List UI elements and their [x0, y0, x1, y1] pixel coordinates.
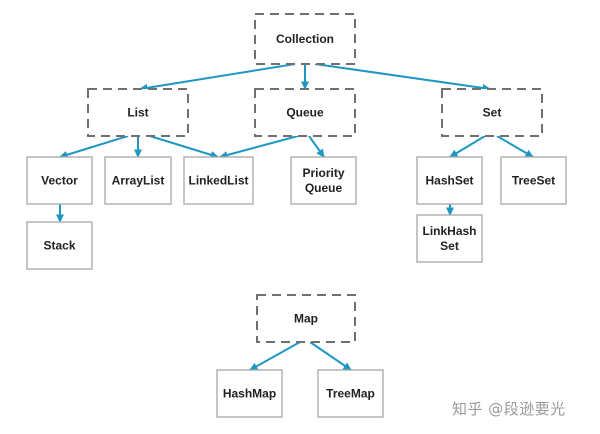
node-label-list: List	[127, 106, 148, 120]
node-label-hashset: HashSet	[425, 174, 473, 188]
node-label-queue: Queue	[286, 106, 324, 120]
node-label-map: Map	[294, 312, 318, 326]
node-arraylist: ArrayList	[104, 156, 172, 205]
node-box-queue	[254, 88, 356, 137]
edge-map-to-treemap	[309, 341, 352, 371]
node-list: List	[87, 88, 189, 137]
node-box-vector	[26, 156, 93, 205]
node-hashmap: HashMap	[216, 369, 283, 418]
node-queue: Queue	[254, 88, 356, 137]
edge-list-to-linkedlist	[149, 135, 219, 159]
node-label-priorityqueue: Queue	[305, 181, 343, 195]
node-label-priorityqueue: Priority	[302, 166, 344, 180]
node-box-treeset	[500, 156, 567, 205]
node-box-priorityqueue	[290, 156, 357, 205]
edge-list-to-vector	[59, 135, 129, 159]
node-hashset: HashSet	[416, 156, 483, 205]
node-vector: Vector	[26, 156, 93, 205]
node-treemap: TreeMap	[317, 369, 384, 418]
edge-collection-to-list	[139, 63, 296, 92]
node-box-linkedlist	[183, 156, 254, 205]
node-label-hashmap: HashMap	[223, 387, 276, 401]
node-label-treemap: TreeMap	[326, 387, 375, 401]
node-box-hashset	[416, 156, 483, 205]
node-set: Set	[441, 88, 543, 137]
edge-collection-to-set	[314, 63, 491, 92]
node-box-hashmap	[216, 369, 283, 418]
node-label-collection: Collection	[276, 32, 334, 46]
node-label-arraylist: ArrayList	[112, 174, 165, 188]
edge-queue-to-linkedlist	[219, 135, 299, 159]
node-label-vector: Vector	[41, 174, 78, 188]
watermark-text: 知乎 @段逊要光	[452, 400, 566, 418]
node-box-treemap	[317, 369, 384, 418]
node-collection: Collection	[254, 13, 356, 65]
node-label-treeset: TreeSet	[512, 174, 555, 188]
node-box-stack	[26, 221, 93, 270]
node-label-linkhashset: LinkHash	[422, 224, 476, 238]
node-label-stack: Stack	[43, 239, 75, 253]
node-box-map	[256, 294, 356, 343]
node-box-set	[441, 88, 543, 137]
node-box-collection	[254, 13, 356, 65]
node-box-linkhashset	[416, 214, 483, 263]
node-label-linkedlist: LinkedList	[188, 174, 248, 188]
node-label-linkhashset: Set	[440, 239, 459, 253]
edge-queue-to-priorityqueue	[308, 135, 325, 158]
edge-set-to-hashset	[449, 135, 486, 158]
edge-set-to-treeset	[496, 135, 534, 158]
edges-layer	[56, 63, 534, 371]
node-linkedlist: LinkedList	[183, 156, 254, 205]
edge-map-to-hashmap	[249, 341, 301, 371]
node-box-list	[87, 88, 189, 137]
node-treeset: TreeSet	[500, 156, 567, 205]
node-box-arraylist	[104, 156, 172, 205]
node-stack: Stack	[26, 221, 93, 270]
node-map: Map	[256, 294, 356, 343]
node-label-set: Set	[483, 106, 502, 120]
